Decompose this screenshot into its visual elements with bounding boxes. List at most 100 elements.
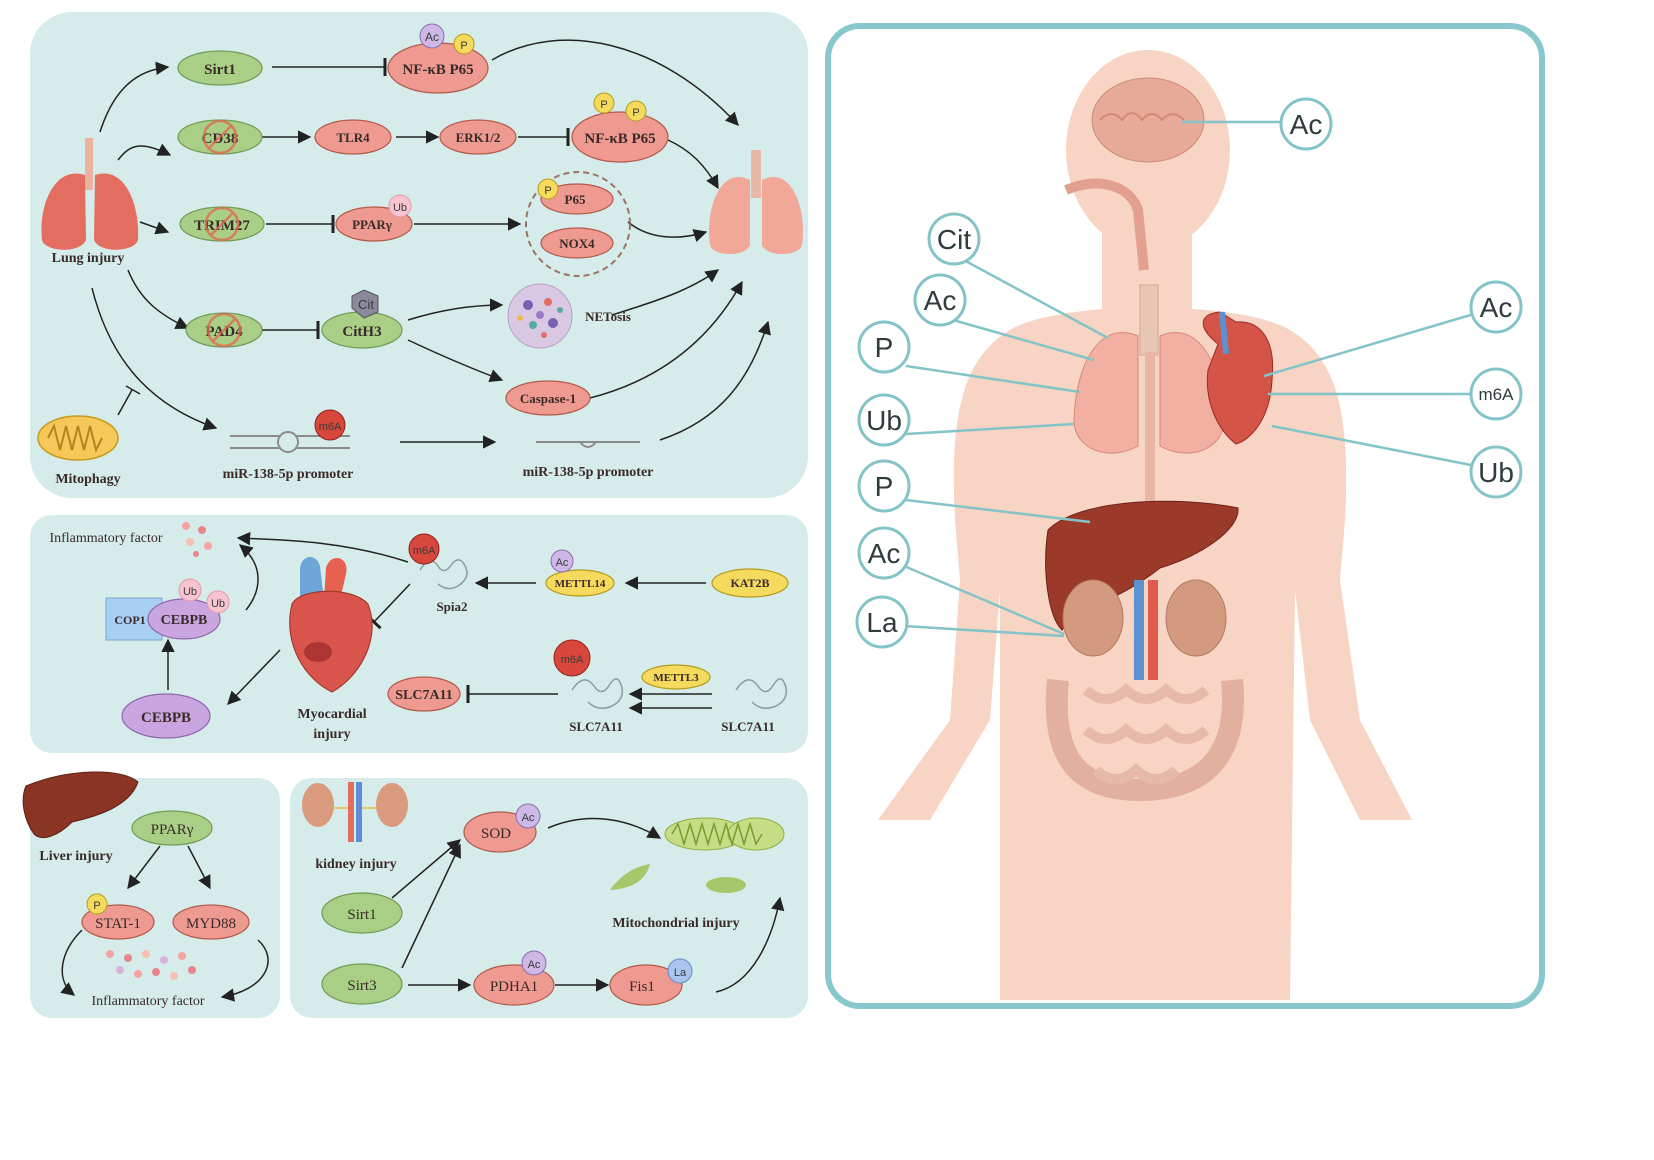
lung-ub-circle: [857, 393, 911, 447]
svg-text:P: P: [93, 900, 100, 912]
caspase-1-label: Caspase-1: [520, 391, 576, 406]
fis1-node: [609, 964, 683, 1006]
kidney-la-label: La: [866, 607, 898, 638]
liver-panel-arrows: [60, 845, 269, 1002]
kidney-panel-arrows: [391, 817, 785, 993]
liver-p-label: P: [875, 471, 894, 502]
acetyl-badge: [419, 23, 445, 49]
lung-injury-caption: Lung injury: [52, 251, 125, 266]
promoter-dna-icon-modified: [536, 441, 640, 448]
nox4-node: [540, 227, 614, 259]
heart-m6a-circle: [1469, 367, 1523, 421]
slc7a11-rna-icon: [571, 678, 624, 709]
svg-text:m6A: m6A: [413, 545, 436, 557]
myocardial-injury-panel: Inflammatory factor COP1 CEBPB Ub Ub CEB…: [30, 515, 808, 753]
target-lungs-icon: [709, 150, 803, 255]
mettl14-label: METTL14: [555, 578, 606, 590]
fis1-label: Fis1: [629, 979, 655, 995]
inflammatory-factor-label: Inflammatory factor: [49, 531, 162, 546]
sirt3-label: Sirt3: [347, 978, 376, 994]
cop1-label: COP1: [114, 613, 145, 627]
svg-text:Ub: Ub: [393, 202, 407, 214]
svg-text:P: P: [632, 107, 639, 119]
pdha1-label: PDHA1: [490, 979, 538, 995]
citrulline-badge: [351, 289, 379, 319]
lactyl-badge: [667, 958, 693, 984]
spia2-rna-icon: [419, 559, 468, 590]
sirt1-kidney-node: [321, 892, 403, 934]
brain-ac-circle: [1279, 97, 1333, 151]
cd38-label: CD38: [202, 131, 239, 147]
cit-label: Cit: [937, 224, 971, 255]
phospho-badge: [86, 893, 108, 915]
netosis-label: NETosis: [585, 309, 631, 324]
m6a-badge: [553, 639, 591, 677]
ptm-organ-injury-figure: Lung injury: [22, 12, 1545, 1018]
lung-injury-illustration: [41, 138, 139, 250]
myocardial-label-line1: Myocardial: [297, 707, 366, 722]
kat2b-node: [711, 568, 789, 598]
acetyl-badge: [550, 549, 574, 573]
ubiquitin-badge: [178, 578, 202, 602]
heart-ac-circle: [1469, 280, 1523, 334]
kidney-injury-panel: kidney injury SOD Ac Sirt1 Sirt3 PDHA1 A…: [290, 778, 808, 1018]
svg-text:P: P: [544, 185, 551, 197]
caspase-1-node: [505, 380, 591, 416]
mettl3-node: [641, 664, 711, 690]
slc7a11-mid-label: SLC7A11: [569, 719, 622, 734]
svg-text:Ac: Ac: [528, 959, 541, 971]
netosis-icon: [507, 283, 573, 349]
kidney-injury-caption: kidney injury: [315, 857, 396, 872]
slc7a11-box-label: SLC7A11: [395, 688, 453, 703]
knockout-icon: [202, 119, 238, 155]
slc7a11-right-rna-icon: [735, 678, 788, 709]
mitochondrial-injury-label: Mitochondrial injury: [612, 916, 739, 931]
heart-ub-circle: [1469, 445, 1523, 499]
svg-text:Ub: Ub: [211, 598, 225, 610]
lung-p-label: P: [875, 332, 894, 363]
ubiquitin-badge: [206, 590, 230, 614]
spia2-label: Spia2: [436, 599, 467, 614]
p65-nox4-complex: [525, 171, 631, 277]
promoter-right-label: miR-138-5p promoter: [523, 465, 654, 480]
ptm-site-labels: Ac Cit Ac P Ub P Ac La Ac m6A Ub: [866, 109, 1514, 638]
trim27-label: TRIM27: [194, 218, 250, 234]
svg-text:Ac: Ac: [556, 557, 569, 569]
mettl14-node: [545, 569, 615, 597]
myocardial-label-line2: injury: [313, 727, 350, 742]
pad4-label: PAD4: [205, 324, 243, 340]
organ-illustrations: [1045, 77, 1274, 802]
nfkb-p65-label-mid: NF-κB P65: [584, 131, 655, 147]
knockout-icon: [206, 312, 242, 348]
brain-ac-label: Ac: [1290, 109, 1323, 140]
kidney-ac-circle: [857, 526, 911, 580]
mitochondria-icon: [610, 817, 785, 893]
acetyl-badge: [521, 950, 547, 976]
p65-node: [540, 183, 614, 215]
myd88-node: [172, 904, 250, 940]
svg-text:La: La: [674, 967, 687, 979]
ubiquitin-badge: [388, 194, 412, 218]
acetyl-badge: [515, 803, 541, 829]
human-body-panel: Ac Cit Ac P Ub P Ac La Ac m6A Ub: [825, 23, 1545, 1009]
svg-text:Cit: Cit: [358, 297, 374, 312]
cit-circle: [927, 212, 981, 266]
ppar-gamma-liver-node: [131, 810, 213, 846]
lung-pathway-arrows: [91, 39, 771, 449]
lung-injury-panel: Lung injury: [30, 12, 808, 498]
ppar-gamma-label: PPARγ: [352, 217, 392, 232]
cebpb-complex-label: CEBPB: [161, 613, 208, 628]
svg-text:P: P: [460, 40, 467, 52]
sirt1-node: [177, 50, 263, 86]
mitophagy-icon: [37, 415, 119, 461]
sirt1-kidney-label: Sirt1: [347, 907, 376, 923]
kidney-ac-label: Ac: [868, 538, 901, 569]
sirt3-node: [321, 963, 403, 1005]
heart-ac-label: Ac: [1480, 292, 1513, 323]
heart-panel-arrows: [161, 531, 712, 715]
nox4-label: NOX4: [559, 236, 595, 251]
cebpb-node: [121, 693, 211, 739]
p65-label: P65: [565, 192, 586, 207]
liver-p-circle: [857, 459, 911, 513]
slc7a11-box-node: [387, 676, 461, 712]
